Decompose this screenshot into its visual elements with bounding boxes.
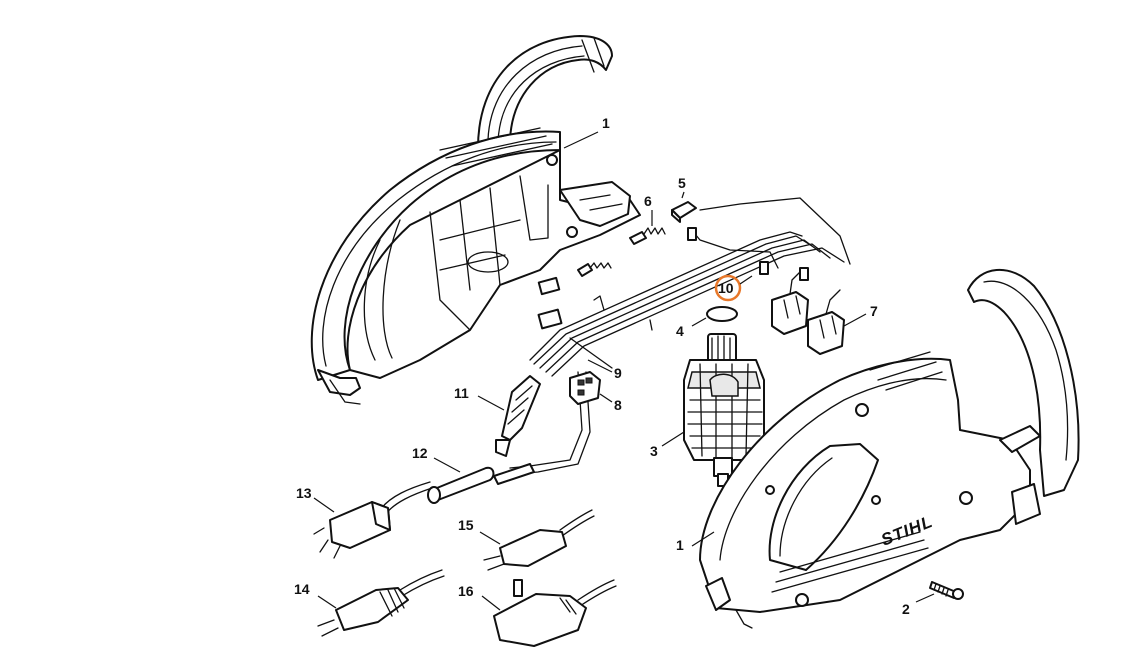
mains-plug-part-13 xyxy=(313,481,433,559)
callout-label: 10 xyxy=(718,280,734,296)
callout-label: 4 xyxy=(676,323,684,339)
callout-c1b: 1 xyxy=(676,531,715,553)
callout-label: 7 xyxy=(870,303,878,319)
euro-plug-part-14 xyxy=(317,569,445,637)
motor-armature-part-3 xyxy=(683,333,765,487)
callout-label: 1 xyxy=(602,115,610,131)
callout-label: 14 xyxy=(294,581,310,597)
callout-label: 16 xyxy=(458,583,474,599)
callout-label: 8 xyxy=(614,397,622,413)
highlight-ring xyxy=(714,274,742,302)
connector-part-11 xyxy=(495,375,541,457)
callout-c12: 12 xyxy=(412,445,461,473)
strain-relief-part-12 xyxy=(427,463,535,504)
cable-part-9 xyxy=(569,337,613,369)
callout-c2: 2 xyxy=(902,593,935,617)
callout-c8: 8 xyxy=(599,393,622,413)
callout-c9: 9 xyxy=(587,359,622,381)
callout-label: 2 xyxy=(902,601,910,617)
callout-label: 13 xyxy=(296,485,312,501)
callout-label: 3 xyxy=(650,443,658,459)
callout-label: 9 xyxy=(614,365,622,381)
housing-shell-left xyxy=(310,35,641,405)
callout-c14: 14 xyxy=(294,581,337,609)
wiring-harness xyxy=(509,197,851,475)
callout-label: 6 xyxy=(644,193,652,209)
callout-c6: 6 xyxy=(644,193,653,226)
switch-part-7 xyxy=(771,271,845,355)
callout-c7: 7 xyxy=(843,303,878,327)
callout-label: 15 xyxy=(458,517,474,533)
callout-c15: 15 xyxy=(458,517,501,545)
screw-part-2 xyxy=(929,581,964,600)
callout-label: 5 xyxy=(678,175,686,191)
callout-c5: 5 xyxy=(678,175,686,199)
uk-plug-part-16 xyxy=(493,579,617,647)
callout-c4: 4 xyxy=(676,317,707,339)
callout-c16: 16 xyxy=(458,583,501,611)
euro-plug-part-15 xyxy=(483,509,595,571)
housing-shell-right: STIHL xyxy=(699,269,1080,629)
callout-label: 1 xyxy=(676,537,684,553)
terminal-part-5 xyxy=(671,201,697,223)
o-ring-part-4 xyxy=(706,306,738,322)
callout-c3: 3 xyxy=(650,431,685,459)
terminal-block-part-8 xyxy=(569,371,601,405)
callout-label: 12 xyxy=(412,445,428,461)
callout-c10-highlighted[interactable]: 10 xyxy=(714,274,753,302)
callout-c13: 13 xyxy=(296,485,335,513)
callout-c1a: 1 xyxy=(563,115,610,149)
carbon-brush-springs-part-6 xyxy=(577,227,666,277)
callout-c11: 11 xyxy=(454,385,505,411)
callout-label: 11 xyxy=(454,385,469,401)
